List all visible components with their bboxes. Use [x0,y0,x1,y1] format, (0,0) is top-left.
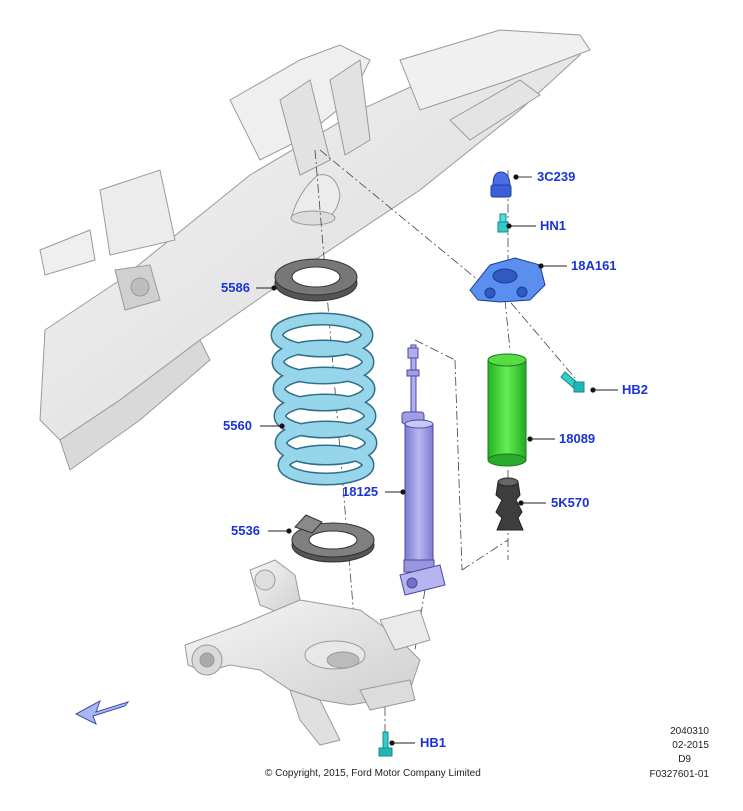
callout-5560[interactable]: 5560 [223,418,252,433]
upper-spring-seat [290,174,341,226]
stud-part [497,213,509,233]
callout-hb2[interactable]: HB2 [622,382,649,397]
callout-18089[interactable]: 18089 [559,431,596,446]
upper-mount-bracket [469,257,546,303]
callout-5k570[interactable]: 5K570 [551,495,590,510]
figure-number: F0327601-01 [649,769,710,780]
bolt-hb2 [560,371,585,393]
upper-spring-isolator [274,258,358,302]
callout-5586[interactable]: 5586 [221,280,250,295]
bolt-hb1 [378,731,393,757]
nut-part [490,171,512,198]
drawing-code-2: D9 [678,754,691,765]
drawing-code-1: 2040310 [670,726,709,737]
arrow-icon [74,699,130,726]
rear-knuckle [184,559,431,746]
callout-hb1[interactable]: HB1 [420,735,447,750]
shock-absorber [399,344,446,596]
callout-18125[interactable]: 18125 [342,484,379,499]
subframe [39,29,591,471]
dust-boot [487,353,527,467]
callout-5536[interactable]: 5536 [231,523,260,538]
coil-spring [270,312,378,486]
jounce-bumper [495,477,524,531]
drawing-date: 02-2015 [672,740,709,751]
copyright-notice: © Copyright, 2015, Ford Motor Company Li… [265,768,481,779]
callout-3c239[interactable]: 3C239 [537,169,576,184]
lower-spring-isolator [291,514,375,563]
callout-leaders [256,174,618,746]
callout-hn1[interactable]: HN1 [540,218,567,233]
callout-18a161[interactable]: 18A161 [571,258,617,273]
